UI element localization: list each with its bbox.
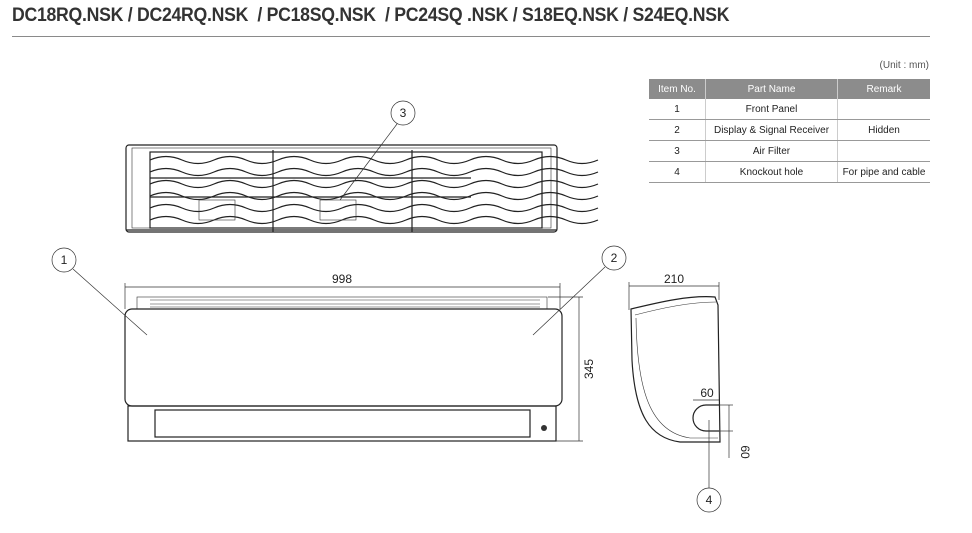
height-dimension: 345 — [582, 359, 596, 379]
header-remark: Remark — [837, 79, 930, 99]
filter-mesh-line — [149, 191, 599, 201]
front-view: 998 345 — [124, 272, 596, 442]
cell-item-no: 3 — [649, 140, 706, 162]
hole-width-dimension: 60 — [700, 386, 714, 400]
svg-text:4: 4 — [706, 493, 713, 507]
cell-remark: Hidden — [837, 119, 930, 141]
filter-mesh-line — [149, 155, 599, 165]
hole-height-dimension: 60 — [738, 445, 752, 459]
filter-mesh-line — [149, 167, 599, 177]
width-dimension: 998 — [332, 272, 352, 286]
page-title: DC18RQ.NSK / DC24RQ.NSK / PC18SQ.NSK / P… — [12, 5, 730, 26]
title-divider — [12, 36, 930, 37]
header-part-name: Part Name — [705, 79, 838, 99]
table-header-row: Item No. Part Name Remark — [649, 79, 930, 99]
cell-item-no: 1 — [649, 99, 706, 120]
filter-mesh-line — [149, 203, 599, 213]
callout-4: 4 — [696, 420, 722, 513]
filter-mesh-line — [149, 179, 599, 189]
callout-1: 1 — [51, 247, 148, 336]
cell-remark: For pipe and cable — [837, 161, 930, 183]
air-filter-mesh — [149, 155, 599, 225]
top-view — [125, 144, 599, 233]
cell-remark — [837, 140, 930, 162]
unit-label: (Unit : mm) — [879, 60, 929, 71]
depth-dimension: 210 — [664, 272, 684, 286]
signal-receiver-icon — [541, 425, 547, 431]
svg-text:1: 1 — [61, 253, 68, 267]
knockout-hole — [692, 404, 719, 432]
cell-part-name: Front Panel — [705, 99, 838, 120]
cell-part-name: Air Filter — [705, 140, 838, 162]
callout-3: 3 — [339, 100, 416, 201]
svg-text:3: 3 — [400, 106, 407, 120]
side-view: 210 60 60 — [628, 272, 752, 459]
cell-part-name: Knockout hole — [705, 161, 838, 183]
cell-item-no: 2 — [649, 119, 706, 141]
cell-item-no: 4 — [649, 161, 706, 183]
cell-part-name: Display & Signal Receiver — [705, 119, 838, 141]
filter-mesh-line — [149, 215, 599, 225]
cell-remark — [837, 99, 930, 120]
header-item-no: Item No. — [649, 79, 706, 99]
callout-2: 2 — [532, 245, 627, 336]
svg-text:2: 2 — [611, 251, 618, 265]
